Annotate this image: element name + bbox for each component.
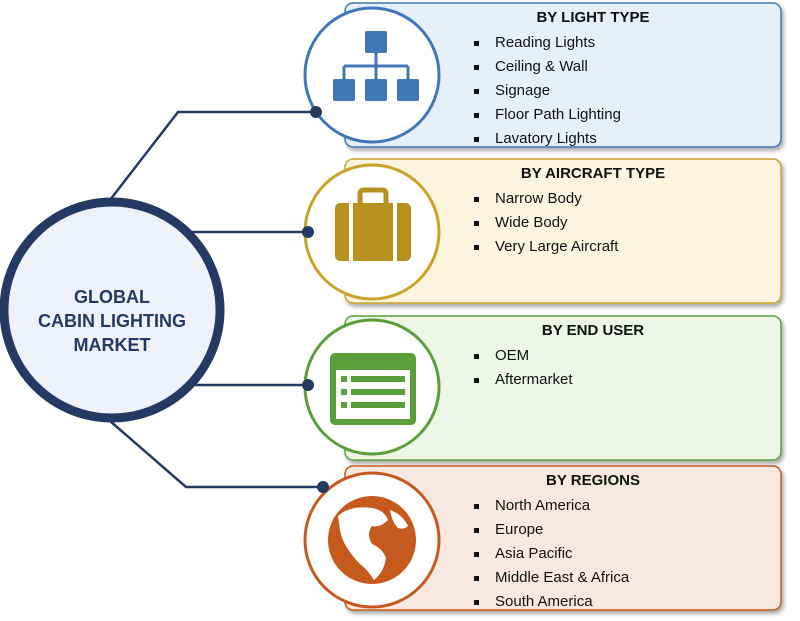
- segment-regions: BY REGIONS North America Europe Asia Pac…: [405, 466, 781, 610]
- list-item: Narrow Body: [473, 189, 618, 213]
- list-item: Ceiling & Wall: [474, 57, 621, 81]
- list-item: Floor Path Lighting: [474, 105, 621, 129]
- dot-regions: [317, 481, 329, 493]
- icon-circle-light-type: [303, 6, 441, 144]
- dot-light-type: [310, 106, 322, 118]
- list-item: Wide Body: [473, 213, 618, 237]
- list-item: Reading Lights: [474, 33, 621, 57]
- center-title-line-1: GLOBAL: [74, 287, 150, 307]
- connector-lines: [109, 110, 323, 489]
- list-window-icon: [330, 353, 416, 425]
- connector-light-type: [109, 110, 316, 201]
- segment-title: BY END USER: [541, 322, 645, 339]
- connector-regions: [109, 420, 323, 489]
- dot-end-user: [302, 379, 314, 391]
- center-title-line-3: MARKET: [73, 335, 151, 355]
- list-item: Middle East & Africa: [473, 568, 629, 592]
- connector-dots: [302, 106, 329, 493]
- list-item: Aftermarket: [474, 370, 573, 394]
- list-item: North America: [473, 496, 629, 520]
- segment-aircraft-type: BY AIRCRAFT TYPE Narrow Body Wide Body V…: [405, 159, 781, 303]
- list-item: Very Large Aircraft: [473, 237, 618, 261]
- center-circle: [0, 197, 225, 423]
- segment-list: Narrow Body Wide Body Very Large Aircraf…: [473, 189, 618, 261]
- hierarchy-icon: [333, 31, 419, 101]
- briefcase-icon: [335, 187, 411, 261]
- segment-list: North America Europe Asia Pacific Middle…: [473, 496, 629, 616]
- card-backgrounds: [344, 2, 782, 611]
- segment-title: BY LIGHT TYPE: [536, 9, 650, 26]
- dot-aircraft-type: [302, 226, 314, 238]
- segment-end-user: BY END USER OEM Aftermarket: [405, 316, 781, 460]
- segment-title: BY REGIONS: [546, 472, 640, 489]
- list-item: Lavatory Lights: [474, 129, 621, 153]
- center-title-line-2: CABIN LIGHTING: [38, 311, 186, 331]
- list-item: Asia Pacific: [473, 544, 629, 568]
- segment-list: Reading Lights Ceiling & Wall Signage Fl…: [474, 33, 621, 153]
- list-item: Signage: [474, 81, 621, 105]
- list-item: South America: [473, 592, 629, 616]
- center-title: GLOBAL CABIN LIGHTING MARKET: [22, 285, 202, 357]
- list-item: OEM: [474, 346, 573, 370]
- segment-title: BY AIRCRAFT TYPE: [520, 165, 666, 182]
- globe-icon: [328, 496, 416, 584]
- list-item: Europe: [473, 520, 629, 544]
- segment-light-type: BY LIGHT TYPE Reading Lights Ceiling & W…: [405, 3, 781, 147]
- segment-list: OEM Aftermarket: [474, 346, 573, 394]
